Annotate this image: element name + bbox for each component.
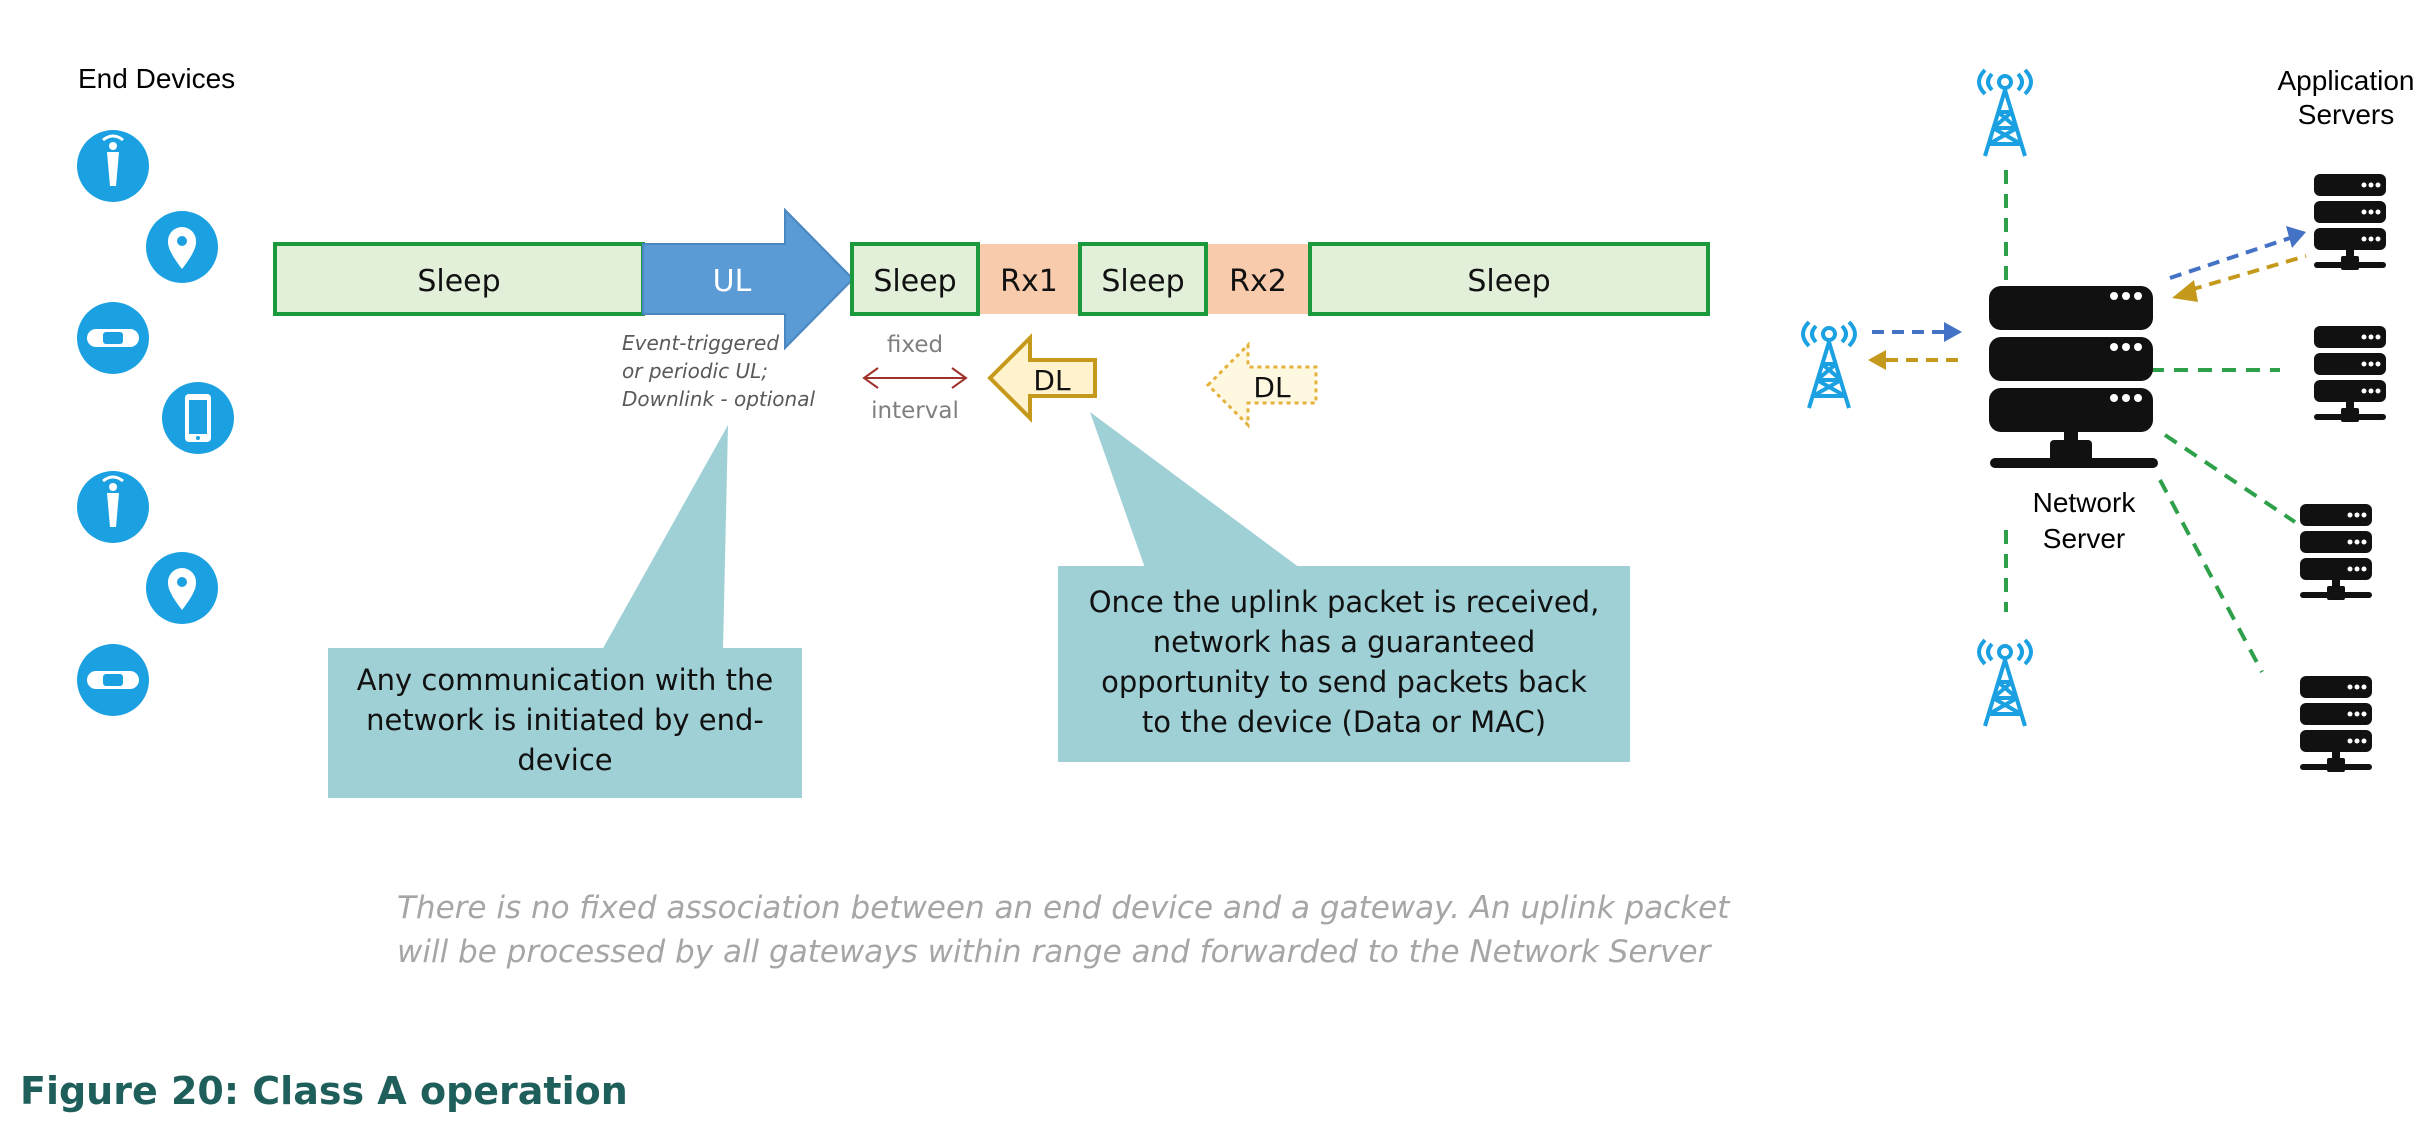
sleep-segment-2	[850, 242, 980, 316]
uplink-arrow-left-gateway	[1872, 322, 1962, 342]
gateway-tower-icon	[1977, 68, 2033, 158]
wristband-icon	[77, 644, 149, 716]
gateway-tower-icon	[1801, 320, 1857, 410]
note-line-1: There is no fixed association between an…	[397, 890, 1731, 926]
right-callout	[1058, 412, 1630, 762]
fixed-label: fixed	[887, 332, 943, 358]
network-server-icon	[1989, 286, 2158, 468]
rx2-label: Rx2	[1229, 264, 1287, 299]
sleep-segment-4	[1308, 242, 1710, 316]
rx1-segment	[980, 244, 1078, 314]
sleep-label-3: Sleep	[1101, 264, 1184, 299]
ul-note-line-2: or periodic UL;	[622, 359, 768, 383]
dl-optional-label: DL	[1253, 371, 1291, 404]
ul-note-line-3: Downlink - optional	[622, 387, 815, 411]
ul-note-line-1: Event-triggered	[622, 331, 779, 355]
antenna-tag-icon	[77, 130, 149, 202]
right-callout-line-1: Once the uplink packet is received,	[1089, 585, 1600, 619]
figure-caption: Figure 20: Class A operation	[20, 1069, 628, 1113]
application-server-icon	[2314, 326, 2386, 422]
left-callout-line-2: network is initiated by end-	[366, 703, 764, 737]
right-callout-line-2: network has a guaranteed	[1153, 625, 1536, 659]
left-callout	[328, 425, 802, 798]
rx1-label: Rx1	[1000, 264, 1058, 299]
application-server-icon	[2300, 504, 2372, 600]
sleep-label-2: Sleep	[873, 264, 956, 299]
application-server-icon	[2314, 174, 2386, 270]
left-callout-line-1: Any communication with the	[357, 663, 773, 697]
sleep-segment-3	[1078, 242, 1208, 316]
downlink-arrow-left-gateway	[1868, 350, 1958, 370]
uplink-arrow-app-server	[2169, 226, 2306, 280]
downlink-arrow-app-server	[2172, 254, 2307, 302]
wristband-icon	[77, 302, 149, 374]
smartphone-icon	[162, 382, 234, 454]
application-server-icon	[2300, 676, 2372, 772]
antenna-tag-icon	[77, 471, 149, 543]
sleep-label-1: Sleep	[417, 264, 500, 299]
right-callout-line-3: opportunity to send packets back	[1101, 665, 1587, 699]
location-pin-icon	[146, 552, 218, 624]
ul-label: UL	[713, 264, 752, 299]
location-pin-icon	[146, 211, 218, 283]
left-callout-line-3: device	[517, 743, 612, 777]
end-devices-title: End Devices	[78, 63, 235, 94]
note-line-2: will be processed by all gateways within…	[397, 934, 1713, 970]
right-callout-line-4: to the device (Data or MAC)	[1142, 705, 1546, 739]
dl-label: DL	[1033, 364, 1071, 397]
interval-label: interval	[871, 398, 959, 424]
fixed-interval-arrow	[862, 367, 968, 389]
rx2-segment	[1208, 244, 1308, 314]
dl-optional-arrow	[1205, 341, 1318, 429]
gateway-tower-icon	[1977, 638, 2033, 728]
ul-arrow	[642, 207, 855, 351]
app-servers-label-line-1: Application	[2278, 65, 2415, 96]
sleep-label-4: Sleep	[1467, 264, 1550, 299]
network-server-label-line-1: Network	[2033, 487, 2137, 518]
app-servers-label-line-2: Servers	[2298, 99, 2394, 130]
gateway-links	[2004, 170, 2297, 673]
network-server-label-line-2: Server	[2043, 523, 2125, 554]
dl-arrow	[987, 333, 1097, 423]
